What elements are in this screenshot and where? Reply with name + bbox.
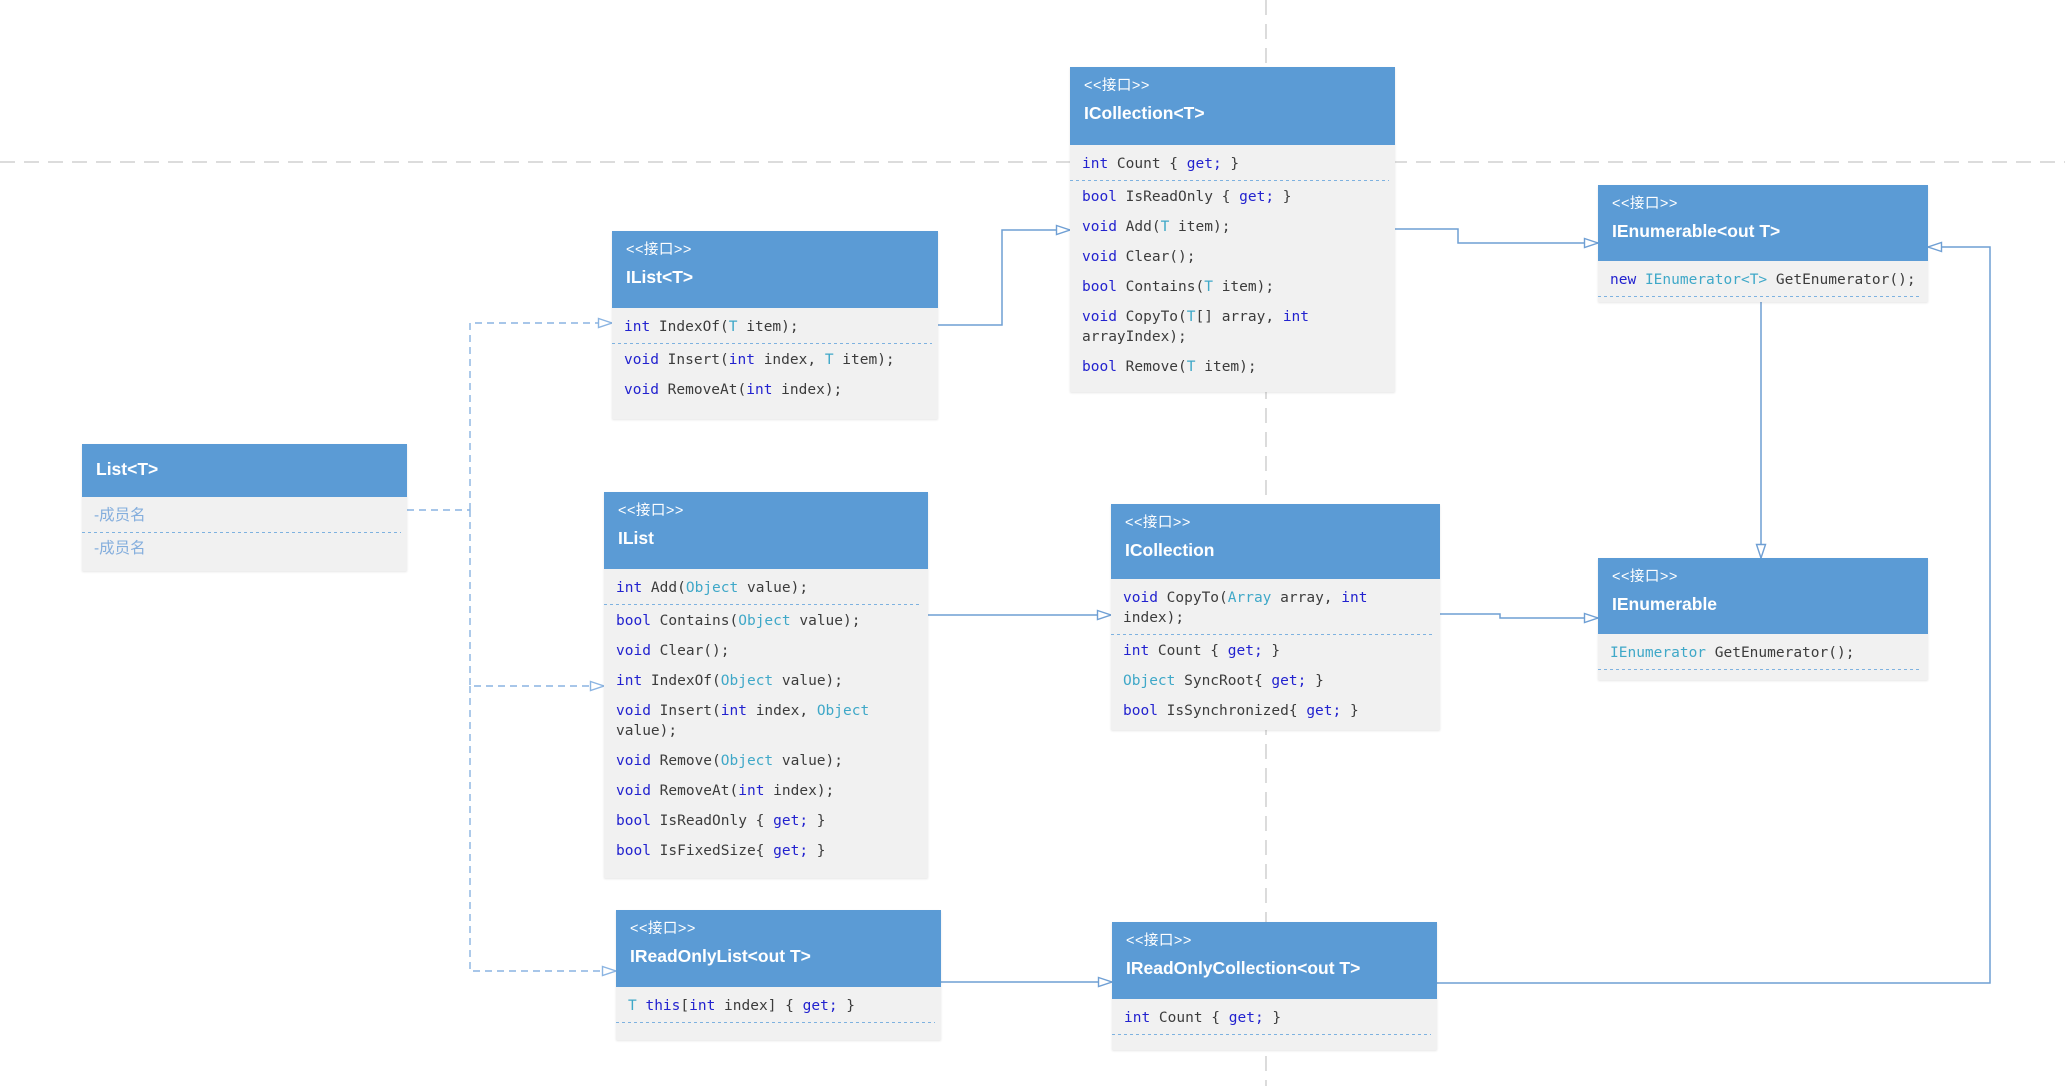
member-row: bool Contains(Object value); (616, 613, 861, 629)
class-header: <<接口>> ICollection<T> (1070, 67, 1395, 145)
class-title: IList<T> (626, 267, 694, 287)
member-row: bool IsReadOnly { get; } (616, 813, 826, 829)
member-row: IEnumerator GetEnumerator(); (1610, 645, 1855, 661)
member-row: void Remove(Object value); (616, 753, 843, 769)
class-members: void CopyTo(Array array, int index); int … (1111, 579, 1440, 730)
member-row: void Clear(); (1082, 249, 1196, 265)
compartment-separator (1598, 296, 1922, 297)
class-box-ireadonlylist-out-t[interactable]: <<接口>> IReadOnlyList<out T> T this[int ind… (616, 910, 941, 1040)
member-row: int Count { get; } (1124, 1010, 1282, 1026)
member-row: void CopyTo(Array array, int index); (1123, 590, 1368, 626)
class-members: IEnumerator GetEnumerator(); (1598, 634, 1928, 675)
member-row: int IndexOf(Object value); (616, 673, 844, 689)
generalization-ilist-t-icollection-t[interactable] (938, 224, 1073, 326)
class-title: IEnumerable (1612, 594, 1718, 614)
class-header: <<接口>> ICollection (1111, 504, 1440, 579)
class-stereotype: <<接口>> (630, 921, 696, 937)
compartment-separator (1112, 1034, 1431, 1035)
compartment-separator (1070, 180, 1389, 181)
compartment-separator (1111, 634, 1434, 635)
class-stereotype: <<接口>> (1612, 196, 1678, 212)
class-box-icollection-t[interactable]: <<接口>> ICollection<T> int Count { get; } bo… (1070, 67, 1395, 392)
realization-list-t-ilist-t[interactable] (469, 317, 615, 510)
class-title: ICollection (1125, 540, 1215, 560)
class-box-ireadonlycollection-out-t[interactable]: <<接口>> IReadOnlyCollection<out T> int Coun… (1112, 922, 1437, 1050)
class-stereotype: <<接口>> (618, 503, 684, 519)
class-members: int Count { get; } (1112, 999, 1437, 1040)
class-header: <<接口>> IEnumerable (1598, 558, 1928, 634)
realization-list-t-ireadonlylist[interactable] (469, 686, 619, 977)
member-row: bool Contains(T item); (1082, 279, 1275, 295)
class-box-ilist-t[interactable]: <<接口>> IList<T> int IndexOf(T item); void I… (612, 231, 938, 419)
member-row: T this[int index] { get; } (628, 998, 856, 1014)
class-title: ICollection<T> (1084, 103, 1205, 123)
class-header: <<接口>> IReadOnlyList<out T> (616, 910, 941, 987)
class-members: int IndexOf(T item); void Insert(int inde… (612, 308, 938, 409)
member-row: void Insert(int index, T item); (624, 352, 895, 368)
member-row: void RemoveAt(int index); (624, 382, 843, 398)
generalization-icollection-ienumerable[interactable] (1440, 612, 1601, 624)
member-row: bool IsSynchronized{ get; } (1123, 703, 1359, 719)
class-header: <<接口>> IEnumerable<out T> (1598, 185, 1928, 261)
member-row: -成员名 (94, 540, 146, 557)
class-stereotype: <<接口>> (626, 242, 692, 258)
class-members: T this[int index] { get; } (616, 987, 941, 1028)
generalization-icollection-t-ienumerable-out-t[interactable] (1395, 228, 1601, 249)
class-stereotype: <<接口>> (1612, 569, 1678, 585)
class-header: List<T> (82, 444, 407, 497)
class-title: IReadOnlyCollection<out T> (1126, 958, 1361, 978)
member-row: -成员名 (94, 507, 146, 524)
class-members: -成员名 -成员名 (82, 497, 407, 568)
class-box-ilist[interactable]: <<接口>> IList int Add(Object value); bool Co… (604, 492, 928, 878)
class-stereotype: <<接口>> (1126, 933, 1192, 949)
compartment-separator (1598, 669, 1922, 670)
class-header: <<接口>> IList<T> (612, 231, 938, 308)
class-members: int Count { get; } bool IsReadOnly { get;… (1070, 145, 1395, 386)
member-row: void Insert(int index, Object value); (616, 703, 870, 739)
class-title: IList (618, 528, 654, 548)
class-members: int Add(Object value); bool Contains(Obje… (604, 569, 928, 870)
member-row: new IEnumerator<T> GetEnumerator(); (1610, 272, 1916, 288)
class-box-ienumerable-out-t[interactable]: <<接口>> IEnumerable<out T> new IEnumerator<… (1598, 185, 1928, 302)
member-row: bool IsReadOnly { get; } (1082, 189, 1292, 205)
member-row: int IndexOf(T item); (624, 319, 799, 335)
member-row: void CopyTo(T[] array, int arrayIndex); (1082, 309, 1310, 345)
class-header: <<接口>> IList (604, 492, 928, 569)
class-title: IEnumerable<out T> (1612, 221, 1781, 241)
class-title: List<T> (96, 459, 159, 479)
member-row: int Count { get; } (1082, 156, 1240, 172)
class-box-list-t[interactable]: List<T> -成员名 -成员名 (82, 444, 407, 571)
class-box-icollection[interactable]: <<接口>> ICollection void CopyTo(Array array… (1111, 504, 1440, 730)
class-header: <<接口>> IReadOnlyCollection<out T> (1112, 922, 1437, 999)
member-row: int Count { get; } (1123, 643, 1281, 659)
generalization-ireadonlycollection-ienumerable-out-t[interactable] (1437, 241, 1991, 984)
compartment-separator (616, 1022, 935, 1023)
class-stereotype: <<接口>> (1084, 78, 1150, 94)
member-row: void Add(T item); (1082, 219, 1231, 235)
member-row: bool IsFixedSize{ get; } (616, 843, 826, 859)
compartment-separator (612, 343, 932, 344)
member-row: bool Remove(T item); (1082, 359, 1257, 375)
class-members: new IEnumerator<T> GetEnumerator(); (1598, 261, 1928, 302)
class-title: IReadOnlyList<out T> (630, 946, 811, 966)
compartment-separator (82, 532, 401, 533)
realization-list-t-ilist[interactable] (469, 510, 607, 692)
member-row: int Add(Object value); (616, 580, 809, 596)
member-row: Object SyncRoot{ get; } (1123, 673, 1324, 689)
member-row: void RemoveAt(int index); (616, 783, 835, 799)
class-stereotype: <<接口>> (1125, 515, 1191, 531)
compartment-separator (604, 604, 922, 605)
member-row: void Clear(); (616, 643, 730, 659)
